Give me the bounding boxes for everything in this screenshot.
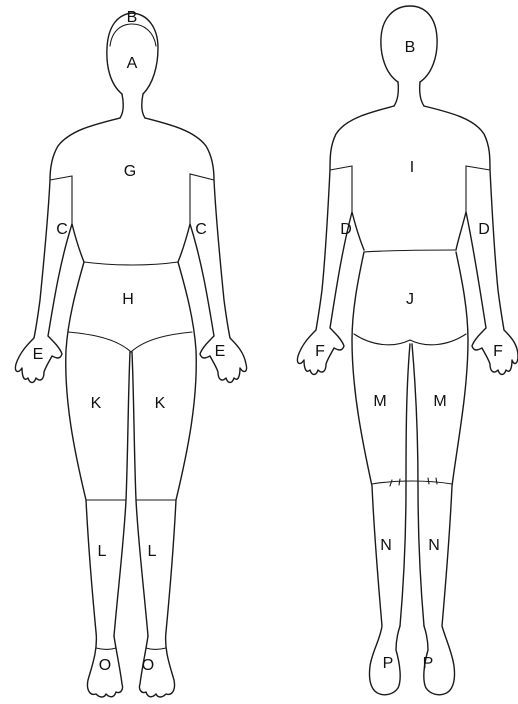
- back-right-leg-outline: [424, 252, 468, 695]
- back-label-f-right: F: [493, 343, 503, 360]
- back-label-d-right: D: [478, 221, 490, 238]
- front-label-k-right: K: [155, 395, 166, 412]
- back-left-side-outline: [297, 106, 394, 375]
- front-figure: B A G C C H E E K K L L O O: [15, 9, 246, 697]
- back-label-n-left: N: [380, 537, 392, 554]
- back-label-n-right: N: [428, 537, 440, 554]
- front-label-c-left: C: [56, 221, 68, 238]
- front-label-h: H: [122, 291, 134, 308]
- front-scalp-line: [110, 24, 156, 46]
- front-left-side-outline: [15, 118, 120, 383]
- back-left-leg-outline: [352, 252, 400, 695]
- front-label-l-left: L: [98, 543, 107, 560]
- front-label-a: A: [127, 55, 138, 72]
- back-label-j: J: [406, 291, 414, 308]
- front-label-b: B: [127, 9, 138, 26]
- front-label-e-right: E: [215, 343, 226, 360]
- back-right-side-outline: [424, 106, 518, 375]
- back-figure: B I D D J F F M M N N P P: [297, 6, 518, 695]
- back-right-armpit-line: [466, 166, 490, 212]
- front-label-l-right: L: [148, 543, 157, 560]
- back-label-f-left: F: [315, 343, 325, 360]
- back-knee-line: [372, 481, 452, 484]
- back-inner-legs-outline: [400, 344, 424, 626]
- back-label-m-left: M: [373, 393, 386, 410]
- back-buttock-line: [354, 334, 466, 345]
- front-inner-legs-outline: [114, 352, 148, 636]
- front-label-k-left: K: [91, 395, 102, 412]
- back-neck-outline: [394, 82, 424, 106]
- front-groin-line: [68, 332, 192, 352]
- front-left-ankle-line: [96, 648, 116, 650]
- back-label-b: B: [405, 39, 416, 56]
- front-left-armpit-line: [50, 176, 72, 224]
- back-waist-line: [364, 250, 456, 252]
- front-label-e-left: E: [33, 346, 44, 363]
- front-label-c-right: C: [195, 221, 207, 238]
- back-label-p-left: P: [383, 655, 394, 672]
- front-right-ankle-line: [146, 648, 166, 650]
- back-label-m-right: M: [433, 393, 446, 410]
- front-label-o-right: O: [142, 657, 154, 674]
- front-right-armpit-line: [190, 174, 214, 224]
- front-waist-line: [84, 262, 178, 265]
- back-label-i: I: [410, 159, 414, 176]
- front-label-g: G: [124, 163, 136, 180]
- back-left-armpit-line: [330, 166, 352, 212]
- front-neck-outline: [120, 94, 145, 118]
- back-label-p-right: P: [423, 655, 434, 672]
- back-label-d-left: D: [340, 221, 352, 238]
- front-label-o-left: O: [99, 657, 111, 674]
